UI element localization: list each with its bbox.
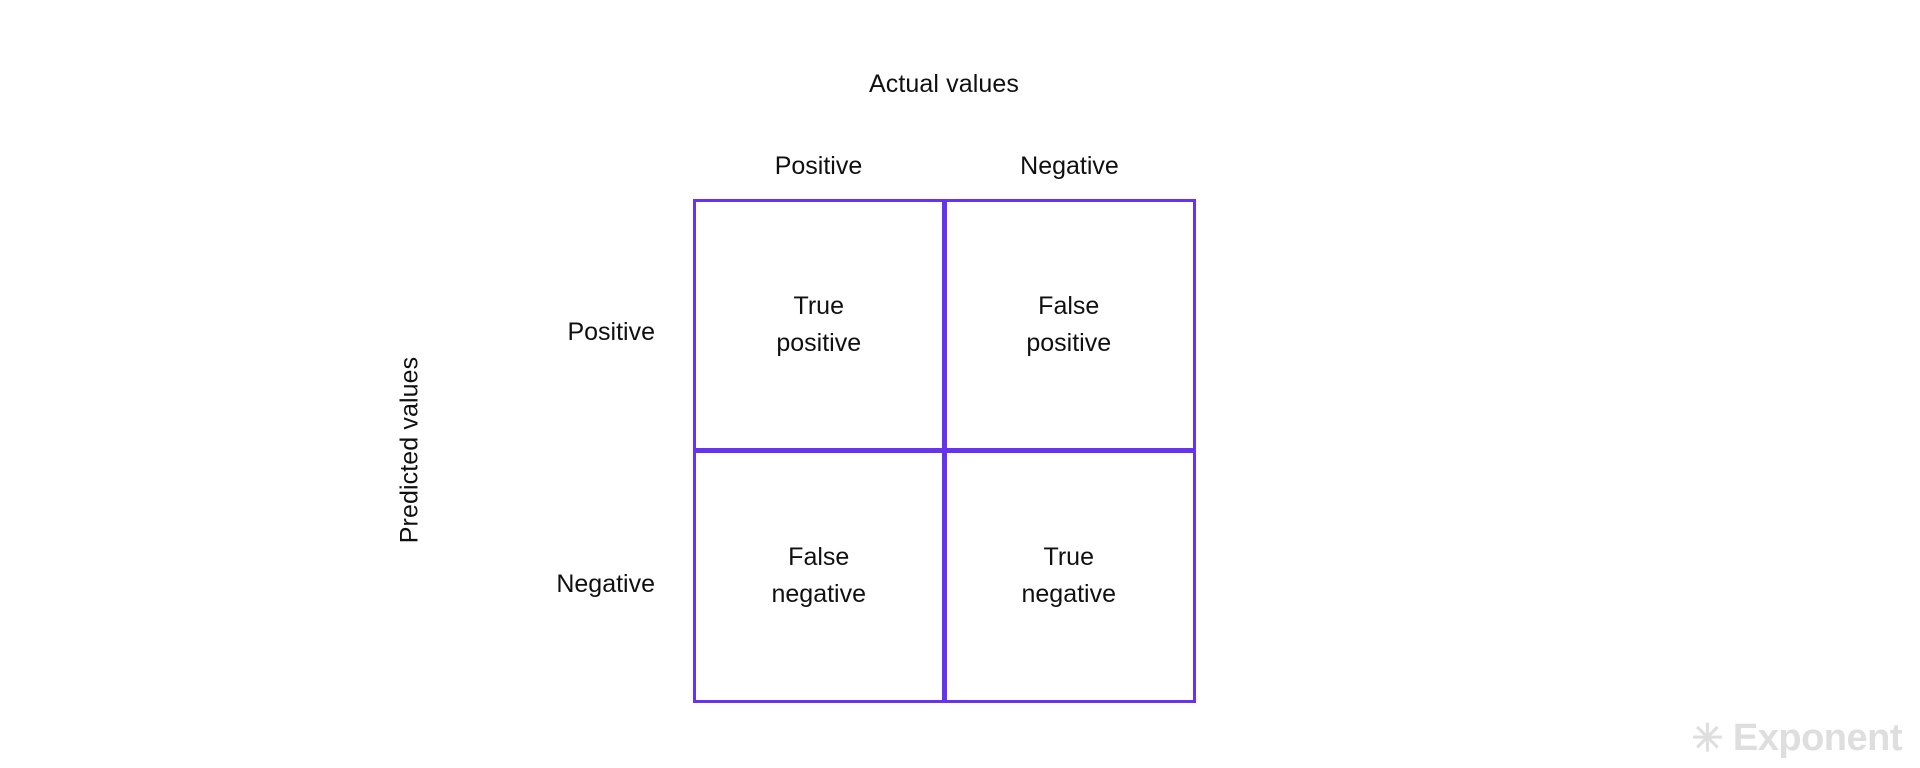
confusion-matrix-grid: True positive False positive False negat…: [693, 199, 1196, 703]
asterisk-icon: ✳: [1691, 717, 1724, 760]
cell-false-negative: False negative: [693, 451, 945, 703]
row-header-positive: Positive: [567, 318, 655, 346]
column-header-row: Positive Negative: [693, 152, 1195, 181]
cell-true-negative-line2: negative: [1021, 579, 1117, 608]
column-header-positive: Positive: [774, 152, 863, 180]
exponent-watermark: ✳ Exponent: [1691, 717, 1903, 760]
cell-true-negative: True negative: [944, 451, 1196, 703]
cell-false-positive-line1: False: [1038, 292, 1100, 320]
cell-true-positive: True positive: [693, 199, 945, 451]
cell-false-positive: False positive: [944, 199, 1196, 451]
cell-true-positive-line2: positive: [776, 329, 862, 357]
cell-false-negative-line1: False: [788, 542, 850, 571]
cell-false-negative-line2: negative: [771, 579, 867, 608]
cell-true-positive-line1: True: [793, 292, 844, 320]
cell-false-positive-line2: positive: [1026, 329, 1112, 357]
column-header-negative: Negative: [1020, 152, 1119, 180]
actual-values-axis-title: Actual values: [869, 70, 1019, 98]
predicted-values-axis-title: Predicted values: [395, 356, 424, 544]
watermark-brand-label: Exponent: [1732, 717, 1903, 759]
row-header-negative: Negative: [556, 570, 655, 598]
cell-true-negative-line1: True: [1043, 542, 1094, 571]
grid-horizontal-divider: [693, 450, 1196, 453]
